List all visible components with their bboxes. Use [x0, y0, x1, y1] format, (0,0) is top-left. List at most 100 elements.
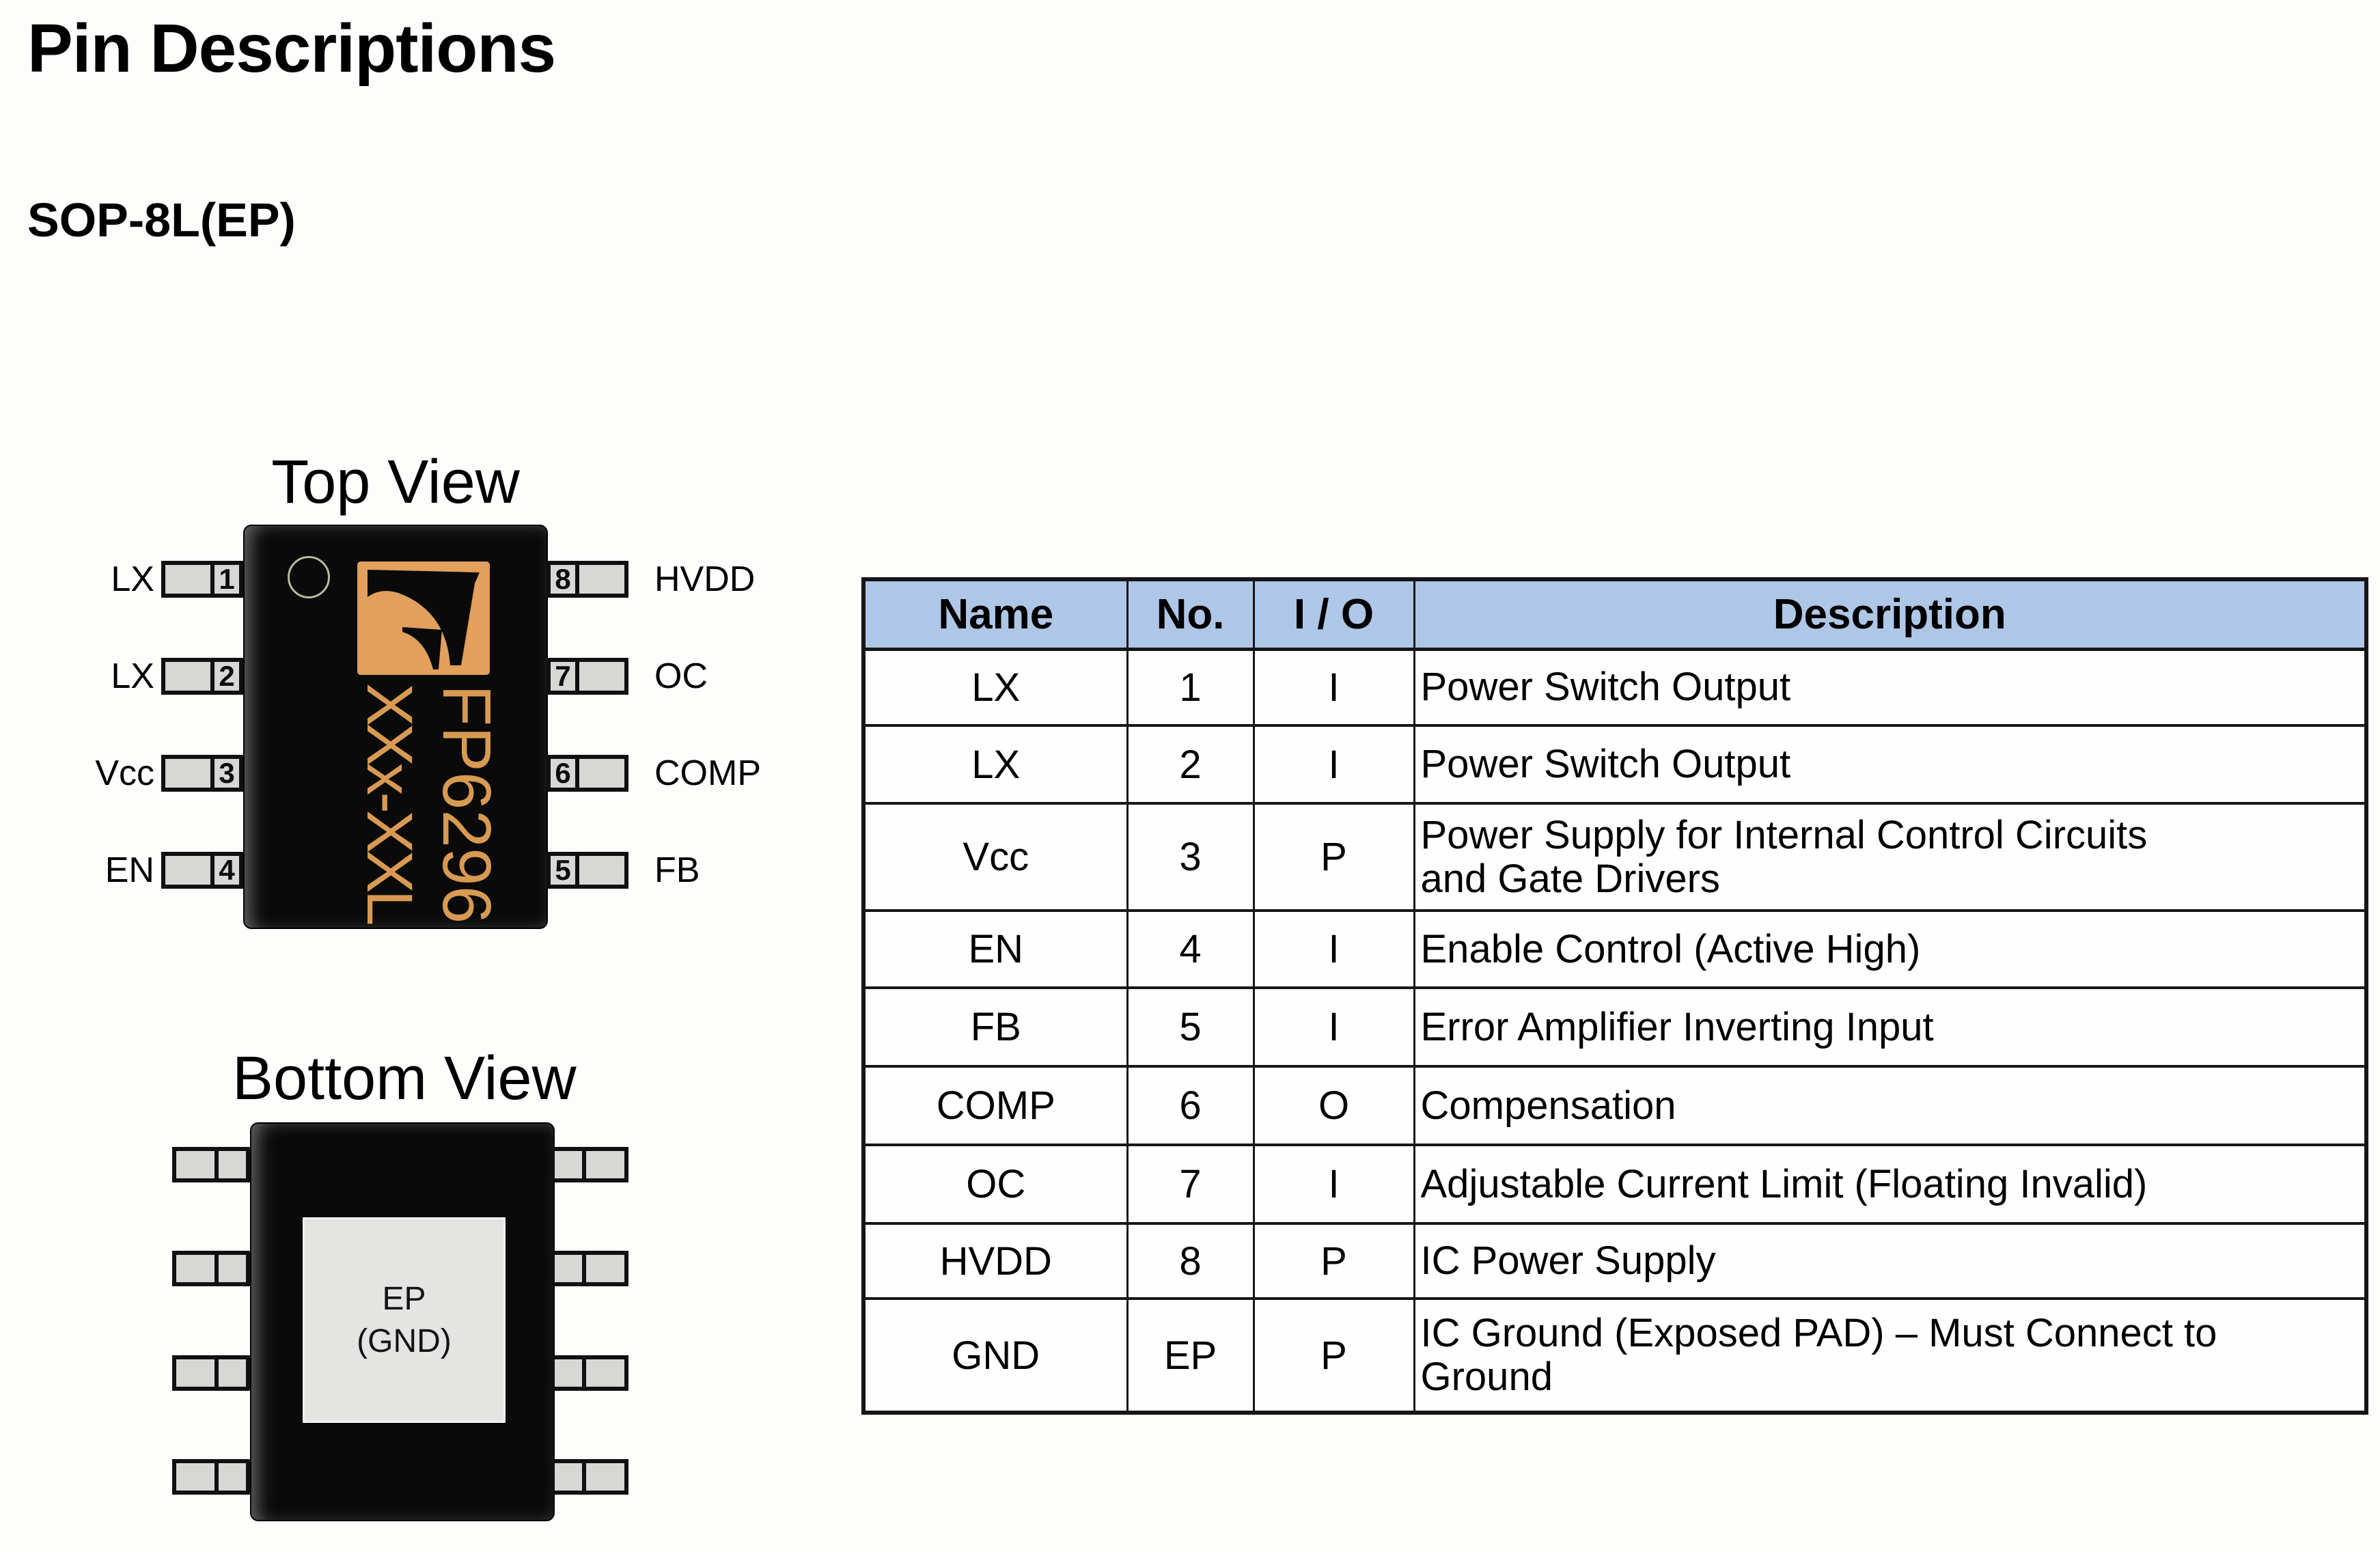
- pin-lead-6: 6: [546, 755, 628, 792]
- pin-number: 5: [546, 852, 579, 889]
- pin-name-vcc: Vcc: [95, 753, 154, 793]
- exposed-pad: EP (GND): [303, 1217, 506, 1423]
- table-row: HVDD 8 P IC Power Supply: [862, 1222, 2368, 1300]
- bottom-pin-lead: [551, 1147, 628, 1182]
- cell-description: Enable Control (Active High): [1413, 909, 2368, 989]
- cell-name: OC: [862, 1144, 1129, 1225]
- pin-lead: [172, 1459, 219, 1495]
- bottom-pin-lead: [172, 1147, 250, 1182]
- cell-io: I: [1252, 1144, 1415, 1225]
- pin-lead: [551, 1251, 586, 1286]
- pin-lead: [575, 755, 628, 792]
- pin-lead: [161, 658, 215, 695]
- pin1-indicator-dot: [288, 556, 330, 598]
- exposed-pad-net: (GND): [357, 1322, 452, 1359]
- cell-io: I: [1252, 909, 1415, 989]
- pin-lead: [215, 1147, 250, 1182]
- pin-number: 7: [546, 658, 579, 695]
- table-row: FB 5 I Error Amplifier Inverting Input: [862, 986, 2368, 1068]
- chip-top-view: FP6296 XXx-XXL: [245, 526, 546, 928]
- bottom-pin-lead: [551, 1459, 628, 1495]
- pin-lead-8: 8: [546, 561, 628, 598]
- package-label: SOP-8L(EP): [27, 193, 296, 247]
- cell-description: Compensation: [1413, 1065, 2368, 1146]
- cell-no: 3: [1126, 802, 1255, 912]
- chip-marking-lot-code: XXx-XXL: [353, 683, 426, 923]
- cell-name: LX: [862, 648, 1129, 727]
- pin-lead: [161, 561, 215, 598]
- cell-no: 1: [1126, 648, 1255, 727]
- pin-lead: [575, 658, 628, 695]
- pin-number: 4: [210, 852, 243, 889]
- pin-number: 1: [210, 561, 243, 598]
- pin-lead: [161, 755, 215, 792]
- pin-name-fb: FB: [654, 850, 700, 890]
- pin-lead: [215, 1355, 250, 1391]
- pin-lead: [582, 1251, 628, 1286]
- bottom-view-label: Bottom View: [232, 1044, 577, 1113]
- table-row: EN 4 I Enable Control (Active High): [862, 909, 2368, 989]
- cell-io: P: [1252, 1297, 1415, 1414]
- table-row: LX 2 I Power Switch Output: [862, 724, 2368, 805]
- pin-lead-7: 7: [546, 658, 628, 695]
- cell-description: IC Ground (Exposed PAD) – Must Connect t…: [1413, 1297, 2368, 1414]
- column-header-no: No.: [1126, 578, 1255, 651]
- cell-no: 4: [1126, 909, 1255, 989]
- cell-description: Power Switch Output: [1413, 648, 2368, 727]
- cell-io: I: [1252, 986, 1415, 1068]
- chip-bottom-view: EP (GND): [251, 1124, 553, 1520]
- pin-name-lx-1: LX: [111, 559, 154, 599]
- cell-name: FB: [862, 986, 1129, 1068]
- bottom-pin-lead: [551, 1355, 628, 1391]
- cell-name: LX: [862, 724, 1129, 805]
- pin-lead: [582, 1459, 628, 1495]
- table-row: OC 7 I Adjustable Current Limit (Floatin…: [862, 1144, 2368, 1225]
- pin-lead-2: 2: [161, 658, 243, 695]
- pin-lead: [551, 1147, 586, 1182]
- table-row: GND EP P IC Ground (Exposed PAD) – Must …: [862, 1297, 2368, 1414]
- pin-number: 8: [546, 561, 579, 598]
- pin-lead: [575, 852, 628, 889]
- cell-io: I: [1252, 648, 1415, 727]
- table-row: Vcc 3 P Power Supply for Internal Contro…: [862, 802, 2368, 912]
- cell-io: I: [1252, 724, 1415, 805]
- column-header-io: I / O: [1252, 578, 1415, 651]
- column-header-name: Name: [862, 578, 1129, 651]
- cell-io: P: [1252, 802, 1415, 912]
- pin-name-comp: COMP: [654, 753, 761, 793]
- pin-lead: [582, 1147, 628, 1182]
- pin-name-oc: OC: [654, 656, 708, 696]
- chip-marking-part-number: FP6296: [428, 684, 505, 924]
- pin-lead-3: 3: [161, 755, 243, 792]
- bottom-pin-lead: [172, 1251, 250, 1286]
- pin-lead-1: 1: [161, 561, 243, 598]
- cell-name: EN: [862, 909, 1129, 989]
- pin-number: 6: [546, 755, 579, 792]
- cell-no: 6: [1126, 1065, 1255, 1146]
- cell-no: 5: [1126, 986, 1255, 1068]
- pin-lead: [575, 561, 628, 598]
- pin-lead: [172, 1147, 219, 1182]
- pin-lead-5: 5: [546, 852, 628, 889]
- pin-name-hvdd: HVDD: [654, 559, 756, 599]
- table-row: LX 1 I Power Switch Output: [862, 648, 2368, 727]
- cell-no: 2: [1126, 724, 1255, 805]
- pin-lead-4: 4: [161, 852, 243, 889]
- pin-lead: [215, 1251, 250, 1286]
- pin-name-en: EN: [105, 850, 154, 890]
- pin-lead: [161, 852, 215, 889]
- cell-no: 7: [1126, 1144, 1255, 1225]
- brand-logo-icon: [357, 562, 490, 675]
- column-header-description: Description: [1413, 578, 2368, 651]
- pin-lead: [582, 1355, 628, 1391]
- pin-lead: [551, 1459, 586, 1495]
- cell-name: HVDD: [862, 1222, 1129, 1300]
- cell-description: IC Power Supply: [1413, 1222, 2368, 1300]
- cell-description: Power Supply for Internal Control Circui…: [1413, 802, 2368, 912]
- bottom-pin-lead: [172, 1459, 250, 1495]
- pin-lead: [172, 1251, 219, 1286]
- cell-no: EP: [1126, 1297, 1255, 1414]
- exposed-pad-label: EP: [382, 1280, 426, 1317]
- cell-io: O: [1252, 1065, 1415, 1146]
